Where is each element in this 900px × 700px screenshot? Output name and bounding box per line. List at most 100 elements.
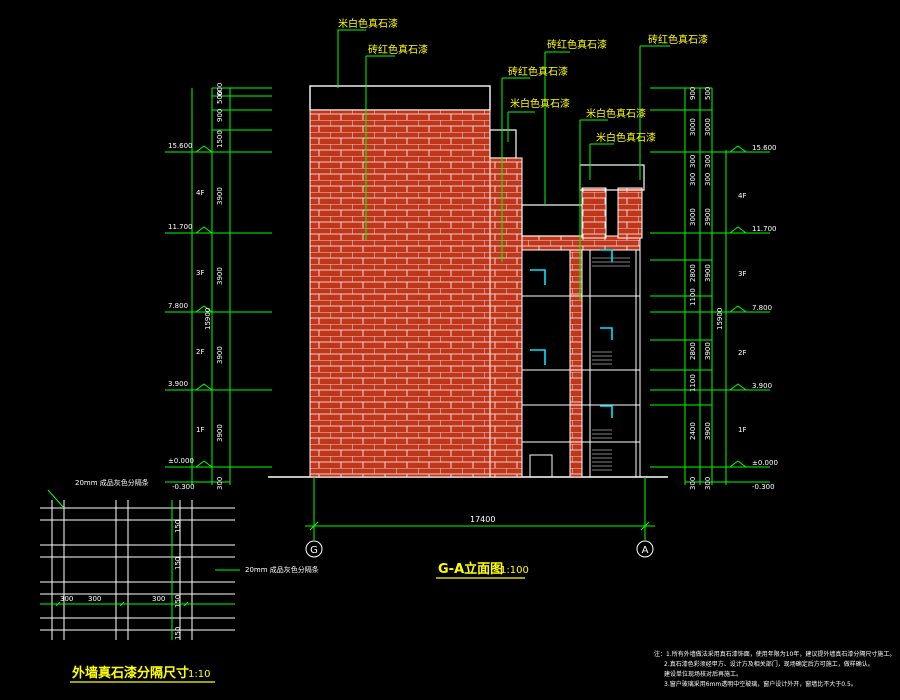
left-floor-4f: 4F (196, 189, 204, 197)
right-dim-r2: 500 (704, 87, 712, 100)
main-brick-wall (309, 109, 491, 478)
elevation-title: G-A立面图 (438, 561, 503, 577)
railing-2 (530, 349, 546, 365)
detail-title: 外墙真石漆分隔尺寸 (71, 665, 189, 681)
right-dim-r7: 2800 (689, 264, 697, 282)
right-dim-c4: 3900 (704, 264, 712, 282)
brick-pilaster-right (617, 187, 643, 239)
left-dim-t4: 1500 (216, 130, 224, 148)
detail-v4: 150 (174, 627, 182, 640)
detail-side-note: 20mm 成品灰色分隔条 (245, 565, 319, 574)
right-level-11700: 11.700 (752, 225, 777, 233)
left-dim-d2: 3900 (216, 267, 224, 285)
detail-dim-c: 300 (60, 595, 73, 603)
entrance-door (529, 454, 553, 478)
white-frame-upper (521, 204, 583, 237)
axis-label-g: G (310, 545, 318, 556)
brick-pilaster-left (581, 187, 607, 239)
axis-label-a: A (642, 545, 649, 556)
railing-5 (600, 405, 613, 418)
axis-bubble-g (305, 540, 323, 558)
right-dim-c5: 3900 (704, 342, 712, 360)
note-1: 注：1.所有外墙做法采用真石漆饰面，使用年限为10年，建议提外墙真石漆分隔尺寸施… (654, 650, 895, 658)
right-floor-3f: 3F (738, 270, 746, 278)
right-floor-4f: 4F (738, 192, 746, 200)
right-level-0: ±0.000 (752, 459, 778, 467)
right-dim-r6: 3000 (689, 208, 697, 226)
right-dim-c2: 300 (704, 173, 712, 186)
label-brick-red-3: 砖红色真石漆 (648, 33, 708, 46)
axis-dimension (305, 477, 655, 540)
label-brick-red-1: 砖红色真石漆 (368, 43, 428, 56)
right-dim-r4: 300 (689, 155, 697, 168)
right-dim-c7: 3900 (704, 208, 712, 226)
label-brick-red-4: 砖红色真石漆 (508, 65, 568, 78)
left-floor-2f: 2F (196, 348, 204, 356)
label-brick-red-2: 砖红色真石漆 (547, 38, 607, 51)
right-dim-c3: 3000 (704, 118, 712, 136)
right-dim-c1: 300 (704, 155, 712, 168)
railing-1 (530, 269, 546, 285)
right-dim-r8: 1100 (689, 288, 697, 306)
note-2: 2.真石漆色彩须经甲方、设计方及相关部门，现场确定后方可施工，做样确认。 (664, 660, 874, 668)
detail-dimension-lines (40, 489, 240, 640)
railing-3 (600, 249, 613, 262)
left-level-minus: -0.300 (172, 483, 195, 491)
left-level-11700: 11.700 (168, 223, 193, 231)
left-level-0: ±0.000 (168, 457, 194, 465)
left-dim-t3: 900 (216, 109, 224, 122)
railing-4 (600, 327, 613, 340)
brick-column-middle (489, 157, 523, 478)
detail-scale: 1:10 (188, 669, 210, 680)
detail-v1: 150 (174, 520, 182, 533)
axis-bubble-a (636, 540, 654, 558)
right-dim-r5: 300 (689, 173, 697, 186)
detail-dim-b: 300 (152, 595, 165, 603)
right-dimension-lines (650, 87, 770, 485)
note-3: 建设单位现场核对后再施工。 (664, 670, 742, 678)
left-floor-1f: 1F (196, 426, 204, 434)
right-dim-total: 15900 (716, 308, 724, 330)
label-rice-white-2: 米白色真石漆 (510, 97, 570, 110)
right-dim-r3: 3000 (689, 118, 697, 136)
detail-grid (40, 500, 235, 640)
left-dim-t2: 600 (216, 83, 224, 96)
left-dim-d3: 3900 (216, 346, 224, 364)
detail-dim-a: 300 (88, 595, 101, 603)
note-4: 3.窗户玻璃采用6mm透明中空玻璃，窗户设计外开，窗墙比不大于0.5。 (664, 680, 857, 688)
right-dim-300: 300 (704, 477, 712, 490)
overall-width: 17400 (470, 515, 495, 524)
left-dim-total: 15900 (204, 308, 212, 330)
stair-hatching (592, 257, 630, 471)
label-rice-white-3: 米白色真石漆 (586, 107, 646, 120)
right-dim-r10: 1100 (689, 374, 697, 392)
detail-v2: 150 (174, 557, 182, 570)
label-rice-white-1: 米白色真石漆 (338, 17, 398, 30)
right-level-7800: 7.800 (752, 304, 772, 312)
right-dim-r9: 2800 (689, 342, 697, 360)
right-dim-r1: 900 (689, 87, 697, 100)
right-level-3900: 3.900 (752, 382, 772, 390)
left-level-15600: 15.600 (168, 142, 193, 150)
left-level-7800: 7.800 (168, 302, 188, 310)
right-level-minus: -0.300 (752, 483, 775, 491)
material-leaders (337, 29, 670, 300)
detail-top-note: 20mm 成品灰色分隔条 (75, 478, 149, 487)
left-dim-t1: 500 (216, 91, 224, 104)
detail-v3: 150 (174, 595, 182, 608)
left-dimension-lines (165, 87, 272, 485)
left-dim-d4: 3900 (216, 424, 224, 442)
left-dim-d1: 3900 (216, 187, 224, 205)
left-floor-3f: 3F (196, 269, 204, 277)
column-cap-white (489, 129, 517, 159)
elevation-scale: 1:100 (500, 565, 529, 576)
left-dim-300: 300 (216, 477, 224, 490)
right-floor-1f: 1F (738, 426, 746, 434)
stairwell-frame (521, 249, 641, 478)
right-dim-c6: 3900 (704, 422, 712, 440)
label-rice-white-4: 米白色真石漆 (596, 131, 656, 144)
right-dim-r11: 2400 (689, 422, 697, 440)
parapet-white-band (309, 85, 491, 111)
right-level-15600: 15.600 (752, 144, 777, 152)
right-dim-c8: 300 (689, 477, 697, 490)
